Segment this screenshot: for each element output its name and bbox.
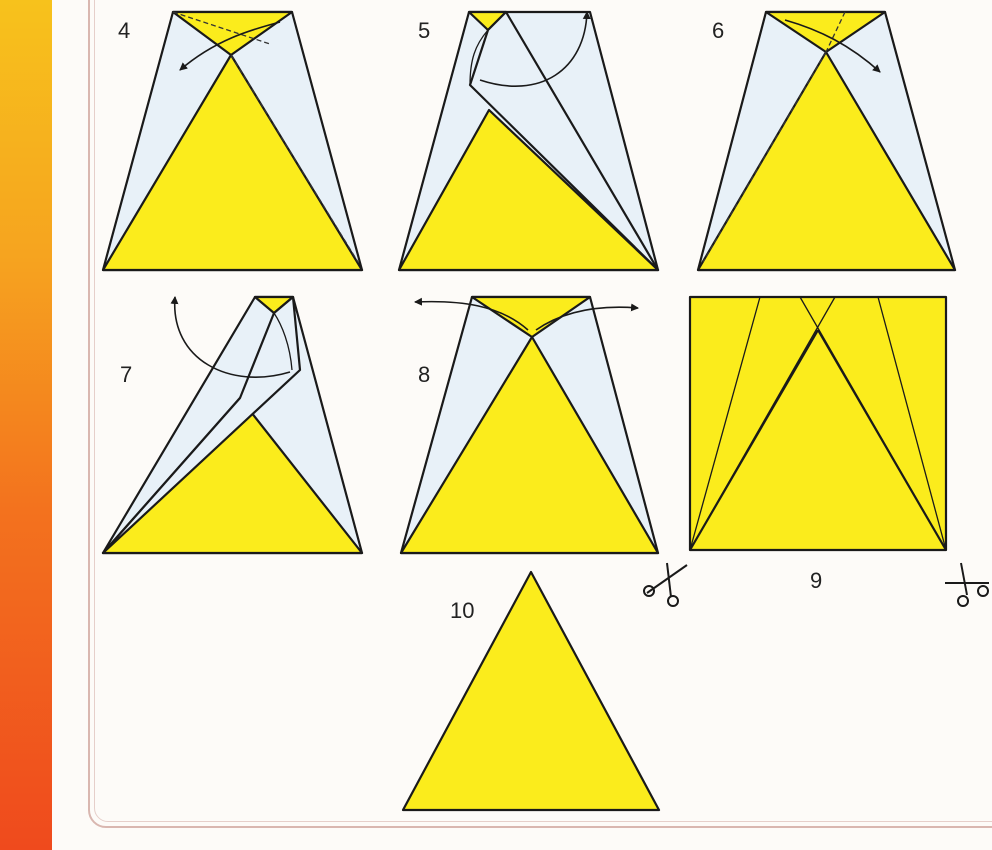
step-number-7: 7 xyxy=(120,362,132,387)
step-5-figure xyxy=(397,10,660,272)
scissors-icon xyxy=(945,562,989,607)
step-6-figure xyxy=(696,10,957,272)
step-number-4: 4 xyxy=(118,18,130,43)
page-frame xyxy=(88,0,992,828)
step-8-figure xyxy=(399,295,660,555)
step-10-figure xyxy=(401,570,661,812)
step-9-figure xyxy=(688,295,948,552)
page-frame-inner xyxy=(94,0,992,822)
step-4-figure xyxy=(101,10,364,272)
scissors-icon xyxy=(643,562,688,607)
step-number-10: 10 xyxy=(450,598,474,623)
step-number-5: 5 xyxy=(418,18,430,43)
orange-side-strip xyxy=(0,0,52,850)
step-number-8: 8 xyxy=(418,362,430,387)
step-7-figure xyxy=(101,295,364,555)
step-number-9: 9 xyxy=(810,568,822,593)
step-number-6: 6 xyxy=(712,18,724,43)
